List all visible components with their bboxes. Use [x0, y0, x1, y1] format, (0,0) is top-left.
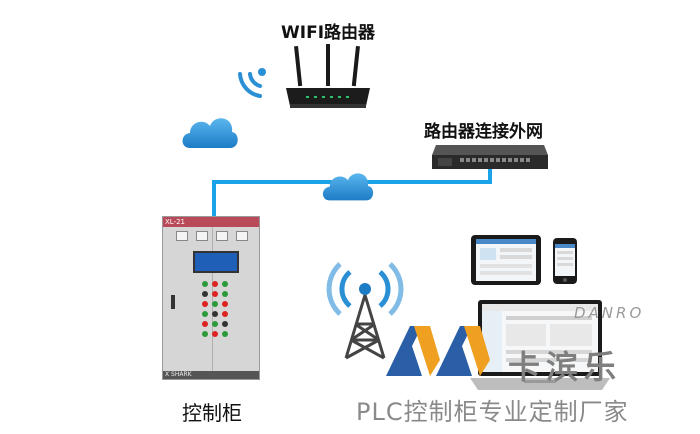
cabinet-meters [176, 231, 248, 241]
brand-name-en: DANRO [574, 304, 645, 322]
wifi-signal-icon [238, 68, 266, 98]
cloud-icon [182, 118, 238, 148]
brand-logo [386, 326, 490, 376]
cabinet-handle [171, 295, 175, 309]
cabinet-top-band: XL-21 [163, 217, 259, 227]
cabinet-label: 控制柜 [182, 401, 242, 425]
switch-label: 路由器连接外网 [424, 122, 543, 142]
router-icon [286, 44, 370, 108]
router-label: WIFI路由器 [281, 23, 376, 43]
control-cabinet: XL-21 X SHARK [162, 216, 260, 380]
network-switch-icon [432, 145, 548, 169]
cabinet-footer-text: X SHARK [165, 371, 192, 378]
cell-tower-icon [326, 262, 404, 360]
tablet-icon [471, 235, 541, 285]
cabinet-model: XL-21 [165, 218, 186, 226]
brand-tagline: PLC控制柜专业定制厂家 [356, 398, 629, 426]
phone-icon [553, 238, 577, 284]
laptop-icon [470, 300, 610, 390]
brand-name-cn: 卡滨乐 [508, 348, 623, 386]
cabinet-screen [193, 251, 239, 273]
cabinet-footer-band: X SHARK [163, 371, 259, 379]
cloud-icon [322, 173, 374, 201]
cabinet-buttons [202, 281, 228, 337]
cabinet-door-line [212, 227, 213, 375]
